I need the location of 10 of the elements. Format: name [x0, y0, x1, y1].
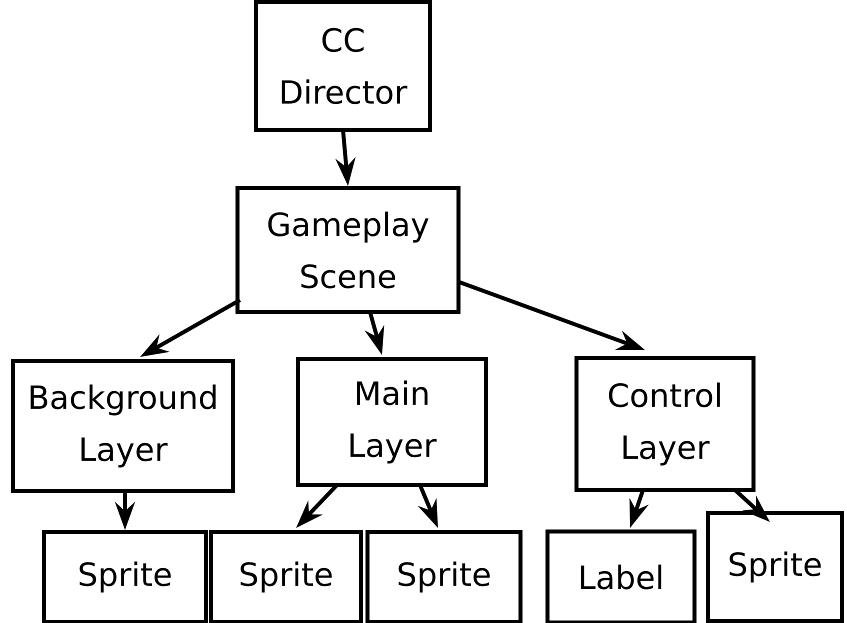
class-box: Background Layer: [11, 359, 235, 493]
class-box: Control Layer: [574, 356, 756, 492]
class-box: Label: [546, 530, 696, 623]
class-box: Sprite: [706, 511, 844, 623]
class-box: Sprite: [42, 530, 208, 623]
class-box: Gameplay Scene: [236, 186, 460, 314]
class-box: Sprite: [209, 530, 363, 623]
class-box: Main Layer: [296, 357, 488, 487]
class-box: Sprite: [366, 530, 522, 623]
class-box: CC Director: [254, 0, 432, 132]
